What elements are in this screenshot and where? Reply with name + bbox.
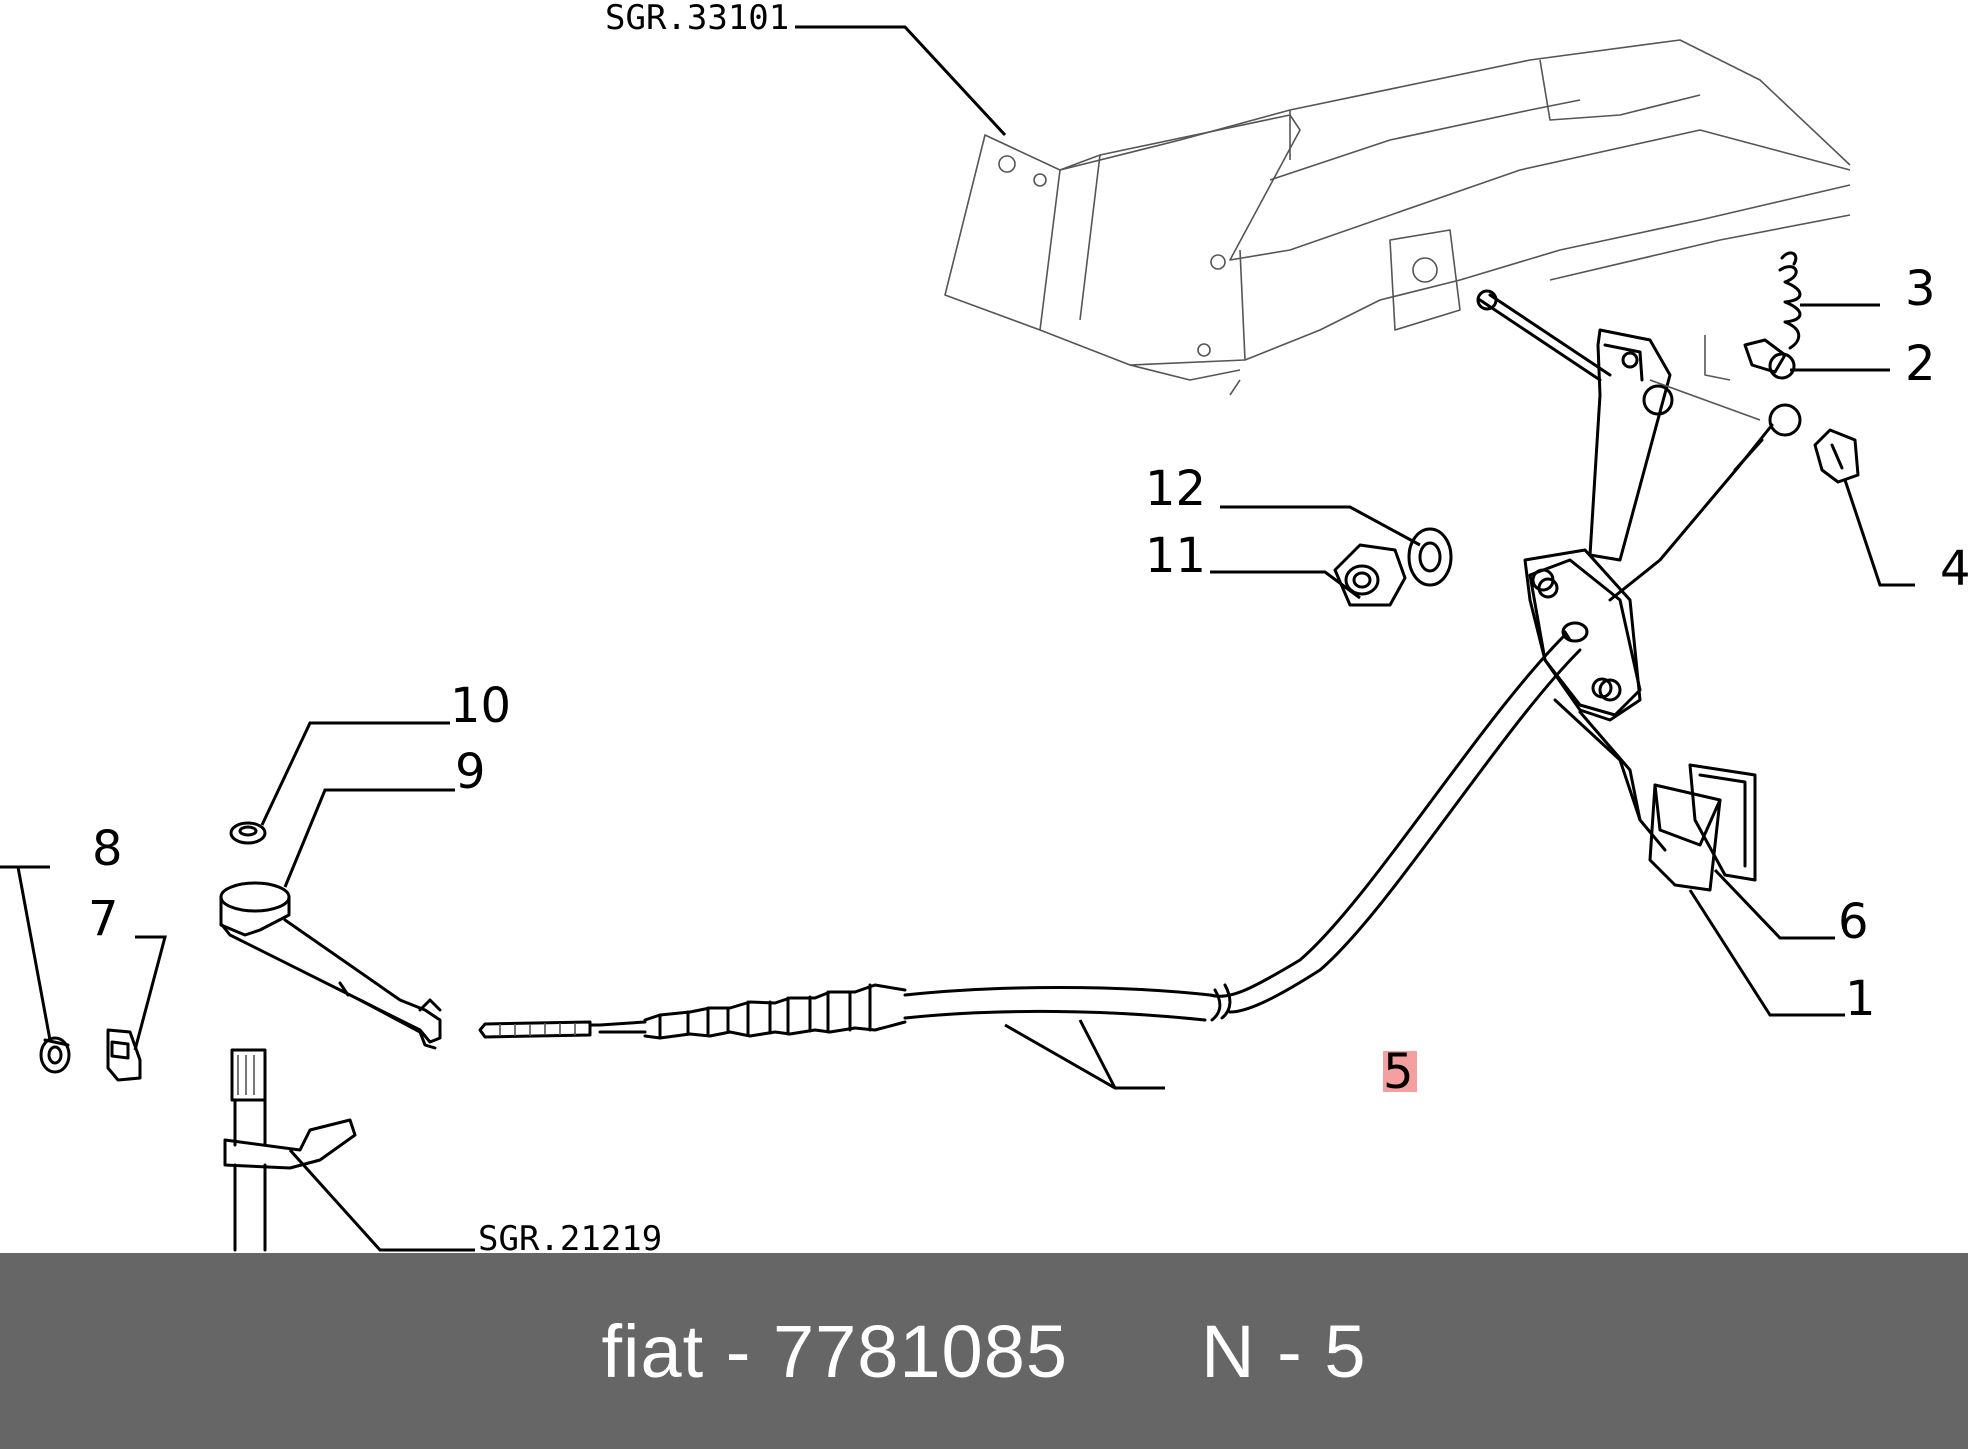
callout-11: 11 [1145,528,1206,584]
clutch-cable [478,633,1582,1040]
position-label: N [1201,1309,1256,1393]
separator: - [725,1309,752,1393]
callout-8: 8 [92,821,123,877]
cable-flange [1528,558,1642,717]
release-fork-shaft [223,1048,357,1252]
nut-small [39,1036,71,1074]
pedal-pad [1688,763,1757,882]
position-separator: - [1277,1309,1303,1393]
return-spring [1778,251,1802,350]
ref-top: SGR.33101 [605,0,789,38]
vehicle-body-section [944,39,1851,396]
part-number: 7781085 [772,1309,1069,1393]
callout-4: 4 [1940,541,1968,597]
footer-bar: fiat - 7781085 N - 5 [0,1253,1968,1449]
callout-2: 2 [1905,336,1936,392]
callout-6: 6 [1838,894,1869,950]
callout-highlight [1383,1051,1417,1092]
spacer-block [106,1028,142,1082]
callout-5: 5 [1383,1044,1414,1100]
retaining-clip [1813,428,1860,484]
callout-12: 12 [1145,461,1206,517]
release-lever [219,881,442,1050]
circlip [229,821,267,845]
callout-1: 1 [1845,971,1876,1027]
callout-7: 7 [88,891,119,947]
parts-diagram: SGR.33101 SGR.21219 3 2 4 6 1 5 12 11 10… [0,0,1968,1253]
brand-name: fiat [601,1309,705,1393]
hex-nut [1333,543,1407,607]
exploded-view-drawing: SGR.33101 SGR.21219 3 2 4 6 1 5 12 11 10… [0,0,1968,1253]
clutch-pedal-assembly [1476,289,1722,892]
callout-3: 3 [1905,261,1936,317]
position-value: 5 [1324,1309,1367,1393]
washer [1407,527,1453,587]
callout-10: 10 [450,678,511,734]
leader-lines [0,25,1915,1252]
ref-bottom: SGR.21219 [478,1219,662,1253]
pivot-pin [1649,335,1796,421]
callout-9: 9 [455,744,486,800]
footer-caption: fiat - 7781085 N - 5 [601,1309,1366,1394]
cable-end-rod [1608,403,1802,602]
